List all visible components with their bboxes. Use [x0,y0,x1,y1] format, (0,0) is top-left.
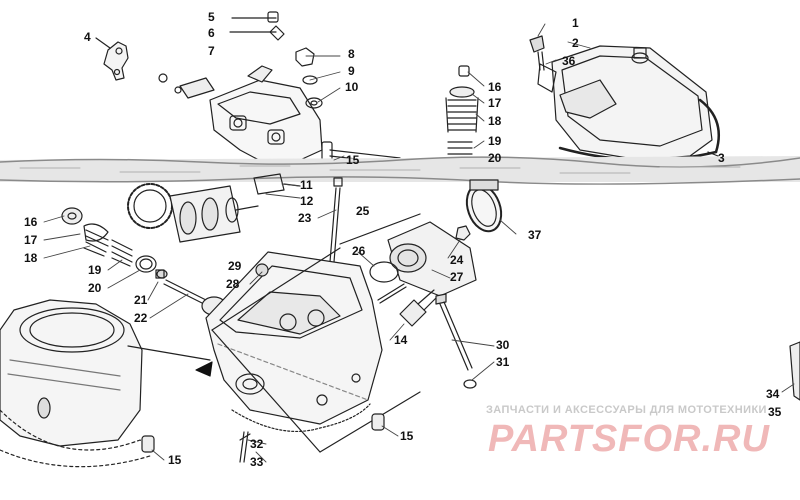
callout-32: 32 [250,437,264,451]
callout-20-upper: 20 [488,151,502,165]
callout-7: 7 [208,44,215,58]
lower-valve-spring-set [61,207,168,279]
callout-34: 34 [766,387,780,401]
callout-16-upper: 16 [488,80,502,94]
callout-21: 21 [134,293,148,307]
callout-27: 27 [450,270,464,284]
torn-paper-band [0,156,800,185]
callout-20-left: 20 [88,281,102,295]
callout-22: 22 [134,311,148,325]
callout-15-left: 15 [168,453,182,467]
spark-plug-part [399,289,439,327]
callout-4: 4 [84,30,91,44]
callout-15-top: 15 [346,153,360,167]
callout-18-upper: 18 [488,114,502,128]
callout-19-upper: 19 [488,134,502,148]
callout-6: 6 [208,26,215,40]
callout-31: 31 [496,355,510,369]
callout-29: 29 [228,259,242,273]
cylinder-block-part [0,299,211,468]
nut-part [455,225,471,241]
upper-valve-spring-set [445,65,479,171]
intake-boot-part [339,213,477,297]
callout-2: 2 [572,36,579,50]
callout-17-left: 17 [24,233,38,247]
callout-36: 36 [562,54,576,68]
callout-3: 3 [718,151,725,165]
callout-11: 11 [300,178,313,192]
callout-17-upper: 17 [488,96,502,110]
callout-23: 23 [298,211,312,225]
callout-33: 33 [250,455,264,469]
stud-part [377,283,407,304]
cylinder-stud-part [239,431,251,463]
head-bolt-part [435,293,477,389]
callout-28: 28 [226,277,240,291]
callout-14: 14 [394,333,408,347]
camshaft-part [127,173,301,243]
callout-19-left: 19 [88,263,102,277]
callout-15-right: 15 [400,429,414,443]
callout-5: 5 [208,10,215,24]
callout-24: 24 [450,253,464,267]
rocker-arm-assembly [158,11,401,167]
rocker-bracket-part [95,37,129,81]
callout-18-left: 18 [24,251,38,265]
callout-9: 9 [348,64,355,78]
callout-16-left: 16 [24,215,38,229]
cylinder-head-part [205,247,421,453]
watermark-tagline: ЗАПЧАСТИ И АКСЕССУАРЫ ДЛЯ МОТОТЕХНИКИ [486,404,767,416]
reference-arrow-icon [195,361,213,377]
hose-clamp-part [465,179,503,233]
callout-25: 25 [356,204,370,218]
dowel-pin-parts [141,413,385,453]
callout-30: 30 [496,338,510,352]
callout-12: 12 [300,194,314,208]
edge-part-partial [789,341,800,401]
callout-10: 10 [345,80,359,94]
valve-cover-part [529,35,720,162]
callout-26: 26 [352,244,366,258]
callout-8: 8 [348,47,355,61]
callout-35: 35 [768,405,782,419]
watermark-logo: PARTSFOR.RU [488,418,770,460]
callout-37: 37 [528,228,542,242]
callout-1: 1 [572,16,579,30]
